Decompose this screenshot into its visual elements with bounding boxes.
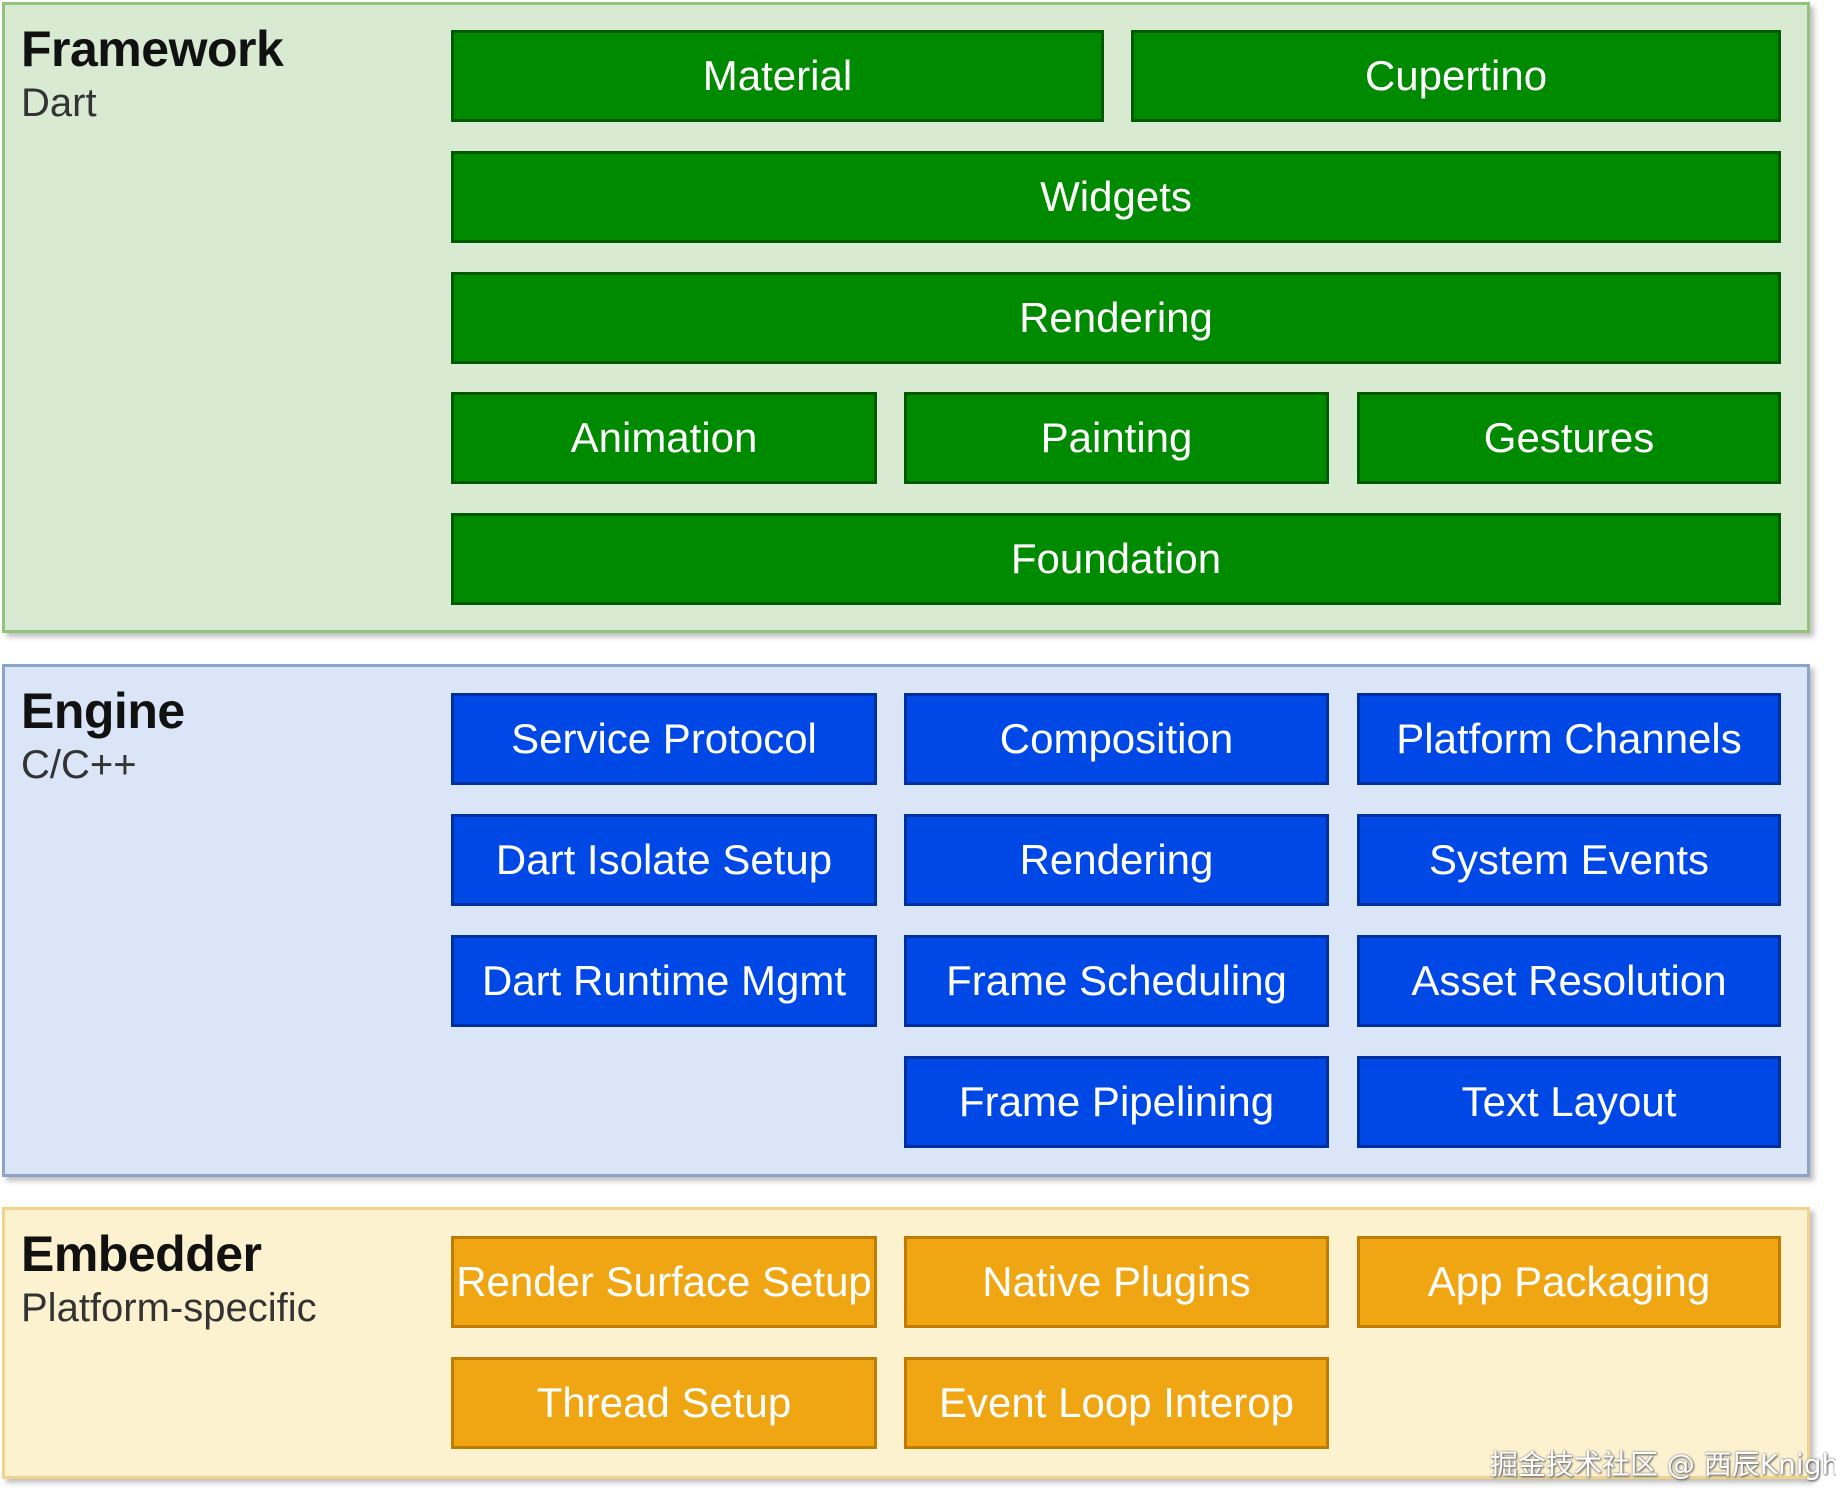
framework-box-cupertino: Cupertino — [1131, 30, 1781, 122]
framework-box-gestures: Gestures — [1357, 392, 1781, 484]
engine-box-system-events: System Events — [1357, 814, 1781, 906]
framework-subtitle: Dart — [21, 81, 97, 125]
engine-box-dart-isolate-setup: Dart Isolate Setup — [451, 814, 877, 906]
framework-box-painting: Painting — [904, 392, 1329, 484]
engine-box-asset-resolution: Asset Resolution — [1357, 935, 1781, 1027]
engine-box-text-layout: Text Layout — [1357, 1056, 1781, 1148]
engine-box-dart-runtime-mgmt: Dart Runtime Mgmt — [451, 935, 877, 1027]
framework-box-material: Material — [451, 30, 1104, 122]
framework-box-widgets: Widgets — [451, 151, 1781, 243]
engine-box-composition: Composition — [904, 693, 1329, 785]
embedder-box-event-loop-interop: Event Loop Interop — [904, 1357, 1329, 1449]
engine-box-rendering: Rendering — [904, 814, 1329, 906]
framework-box-foundation: Foundation — [451, 513, 1781, 605]
embedder-box-app-packaging: App Packaging — [1357, 1236, 1781, 1328]
engine-box-platform-channels: Platform Channels — [1357, 693, 1781, 785]
watermark-text: 掘金技术社区 @ 西辰Knight — [1490, 1448, 1836, 1481]
embedder-box-native-plugins: Native Plugins — [904, 1236, 1329, 1328]
engine-title: Engine — [21, 683, 185, 739]
embedder-title: Embedder — [21, 1226, 262, 1282]
embedder-subtitle: Platform-specific — [21, 1286, 317, 1330]
embedder-box-thread-setup: Thread Setup — [451, 1357, 877, 1449]
embedder-box-render-surface-setup: Render Surface Setup — [451, 1236, 877, 1328]
engine-subtitle: C/C++ — [21, 743, 137, 787]
engine-box-service-protocol: Service Protocol — [451, 693, 877, 785]
framework-box-rendering: Rendering — [451, 272, 1781, 364]
engine-box-frame-scheduling: Frame Scheduling — [904, 935, 1329, 1027]
framework-title: Framework — [21, 21, 284, 77]
framework-box-animation: Animation — [451, 392, 877, 484]
engine-box-frame-pipelining: Frame Pipelining — [904, 1056, 1329, 1148]
